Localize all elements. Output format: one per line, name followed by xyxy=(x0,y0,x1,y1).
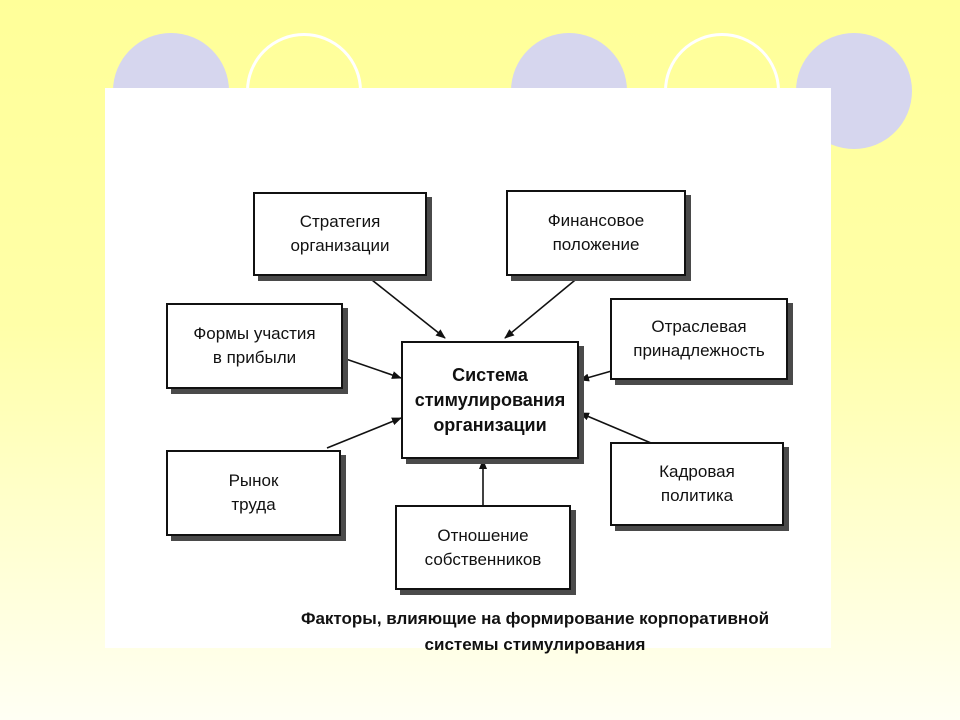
arrow-profit-sharing xyxy=(342,357,402,379)
arrow-labor-market xyxy=(326,417,402,449)
arrow-industry xyxy=(579,369,616,382)
factor-label-owners: Отношение собственников xyxy=(424,525,542,569)
factor-label-profit-sharing: Формы участия в прибыли xyxy=(193,324,316,367)
factor-label-finance: Финансовое положение xyxy=(547,211,645,254)
center-box: Система стимулирования организации xyxy=(401,341,579,459)
factor-box-hr-policy: Кадровая политика xyxy=(610,442,784,526)
diagram-panel: Стратегия организации Финансовое положен… xyxy=(105,88,831,654)
factor-box-profit-sharing: Формы участия в прибыли xyxy=(166,303,343,389)
factor-label-strategy: Стратегия организации xyxy=(290,212,390,255)
diagram-caption: Факторы, влияющие на формирование корпор… xyxy=(300,609,770,654)
center-label: Система стимулирования организации xyxy=(414,364,566,435)
factor-box-owners: Отношение собственников xyxy=(395,505,571,590)
factor-label-industry: Отраслевая принадлежность xyxy=(633,317,765,360)
factor-label-labor-market: Рынок труда xyxy=(228,471,279,514)
arrow-hr-policy xyxy=(579,412,652,444)
factor-box-strategy: Стратегия организации xyxy=(253,192,427,276)
connector-arrows xyxy=(326,275,652,505)
factor-box-labor-market: Рынок труда xyxy=(166,450,341,536)
arrow-strategy xyxy=(366,275,446,339)
factor-box-finance: Финансовое положение xyxy=(506,190,686,276)
factor-label-hr-policy: Кадровая политика xyxy=(659,462,735,505)
arrow-finance xyxy=(504,275,581,339)
factor-box-industry: Отраслевая принадлежность xyxy=(610,298,788,380)
